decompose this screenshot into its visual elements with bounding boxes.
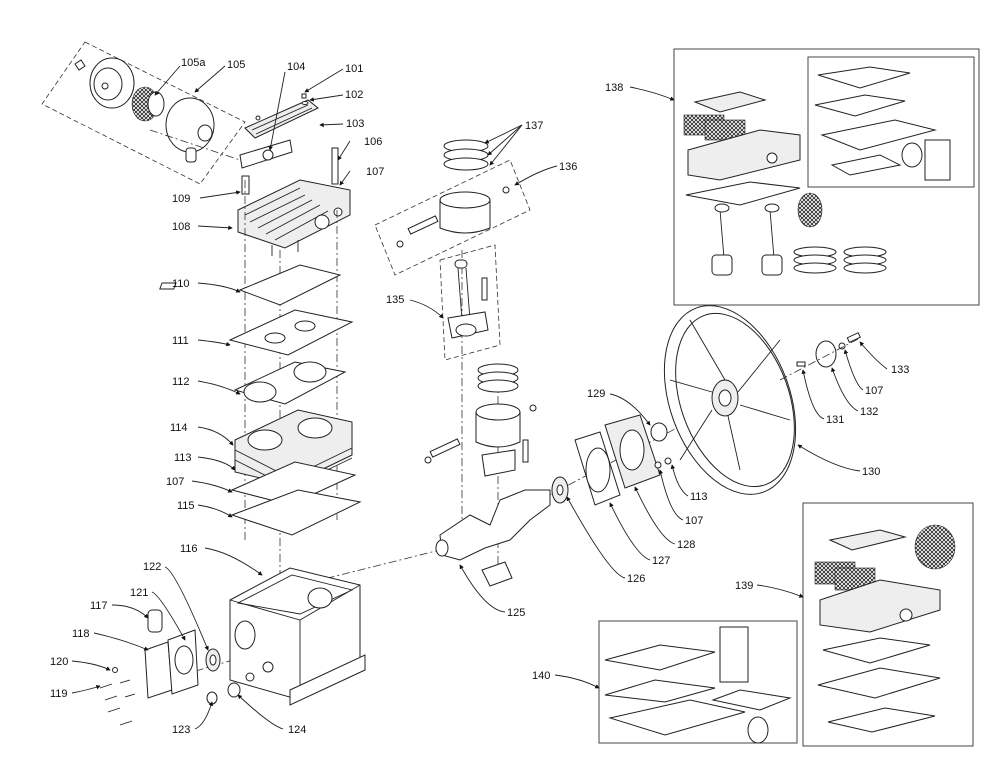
callout-102: 102 (345, 89, 363, 101)
seal-124 (227, 682, 241, 698)
callout-119: 119 (50, 688, 68, 700)
callout-124: 124 (288, 724, 306, 736)
washer-120 (112, 667, 118, 673)
bolt-106 (331, 147, 339, 185)
washer-132 (815, 340, 837, 368)
callout-121: 121 (130, 587, 148, 599)
key-131 (796, 361, 806, 367)
kit-139 (802, 502, 974, 747)
callout-107-housing: 107 (685, 515, 703, 527)
callout-126: 126 (627, 573, 645, 585)
rings-137 (443, 157, 489, 171)
screw-101 (301, 93, 307, 99)
callout-103: 103 (346, 118, 364, 130)
cylinder-head-108 (237, 179, 351, 249)
callout-113-housing: 113 (690, 491, 708, 503)
crankcase-116 (229, 567, 366, 706)
callout-109: 109 (172, 193, 190, 205)
bearing-housing-group (551, 414, 672, 506)
piston-top-assembly (374, 139, 531, 276)
leader-lines (71, 65, 888, 730)
callout-105a: 105a (181, 57, 206, 69)
callout-123: 123 (172, 724, 190, 736)
valve-plate-111 (228, 309, 354, 356)
callout-136: 136 (559, 161, 577, 173)
callout-131: 131 (826, 414, 844, 426)
callout-122: 122 (143, 561, 161, 573)
piston-136 (439, 199, 491, 234)
callout-101: 101 (345, 63, 363, 75)
callout-132: 132 (860, 406, 878, 418)
bolts-119 (99, 667, 136, 726)
callout-133: 133 (891, 364, 909, 376)
callout-107-head: 107 (366, 166, 384, 178)
connecting-rod-135 (439, 244, 501, 361)
callout-137: 137 (525, 120, 543, 132)
cylinder-head-assembly (237, 93, 351, 256)
callout-139: 139 (735, 580, 753, 592)
callout-104: 104 (287, 61, 305, 73)
flywheel-130 (663, 305, 861, 495)
callout-129: 129 (587, 388, 605, 400)
callout-135: 135 (386, 294, 404, 306)
callout-107-flywheel: 107 (865, 385, 883, 397)
callout-130: 130 (862, 466, 880, 478)
gasket-110 (238, 264, 342, 306)
air-filter-dashed-group (41, 41, 246, 185)
piston-dashed-group (374, 159, 531, 276)
gasket-115 (230, 489, 362, 536)
callout-128: 128 (677, 539, 695, 551)
callout-125: 125 (507, 607, 525, 619)
callout-115: 115 (177, 500, 195, 512)
callout-138: 138 (605, 82, 623, 94)
callout-118: 118 (72, 628, 90, 640)
callout-108: 108 (172, 221, 190, 233)
callout-labels: 105a 105 104 101 102 103 106 107 109 108… (50, 57, 909, 736)
piston-lower (424, 363, 537, 477)
callout-127: 127 (652, 555, 670, 567)
bolt-133 (846, 332, 861, 344)
callout-107-cyl: 107 (166, 476, 184, 488)
bolt-109 (241, 175, 250, 195)
washer-102 (301, 101, 309, 105)
oil-sight-117 (147, 609, 163, 633)
callout-111: 111 (172, 335, 189, 347)
kit-138 (673, 48, 980, 306)
callout-120: 120 (50, 656, 68, 668)
side-cover-parts (99, 609, 241, 726)
kit-140 (598, 620, 798, 744)
callout-116: 116 (180, 543, 198, 555)
valve-plate-stack (159, 264, 362, 536)
valve-cover-103 (244, 99, 319, 139)
oil-seal-129 (650, 422, 668, 442)
cover-118 (144, 641, 173, 699)
callout-105: 105 (227, 59, 245, 71)
air-filter-assembly (41, 41, 246, 185)
callout-112: 112 (172, 376, 190, 388)
callout-113-cyl: 113 (174, 452, 192, 464)
callout-140: 140 (532, 670, 550, 682)
crankshaft-125 (435, 489, 551, 587)
callout-106: 106 (364, 136, 382, 148)
callout-114: 114 (170, 422, 188, 434)
callout-117: 117 (90, 600, 108, 612)
wing-nut (74, 59, 86, 71)
callout-110: 110 (172, 278, 190, 290)
